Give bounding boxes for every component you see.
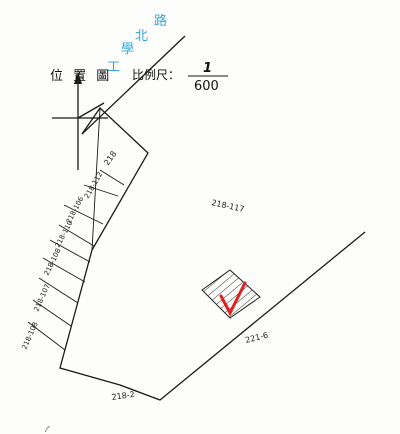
scale-denominator: 600 <box>194 79 219 94</box>
parcel-number: 218-110 <box>54 219 75 249</box>
road-name-char-3: 學 <box>121 42 134 57</box>
road-name-char-4: 工 <box>107 60 120 75</box>
scale-label: 比例尺： <box>132 68 180 82</box>
parcel-number: 218-117 <box>211 198 246 214</box>
parcel-number: 218-2 <box>111 390 135 402</box>
parcel-number: 218-108 <box>43 247 63 277</box>
parcel-number: 218-107 <box>33 283 52 313</box>
small-lot-lines <box>27 169 125 351</box>
map-title: 位 置 圖 <box>50 69 112 84</box>
parcel-number: 221-6 <box>244 331 269 345</box>
scale-numerator: 1 <box>203 61 212 76</box>
road-name-char-1: 路 <box>154 13 167 29</box>
check-mark-icon <box>219 281 247 317</box>
inner-boundary-line <box>91 107 101 251</box>
parcel-number: 218 <box>102 149 118 167</box>
parcel-boundary-main <box>59 107 366 401</box>
bottom-mark: ⁄ˇ <box>44 426 51 434</box>
road-name-char-2: 北 <box>135 29 148 44</box>
target-building <box>201 269 261 319</box>
parcel-number: 218-108 <box>21 321 40 351</box>
